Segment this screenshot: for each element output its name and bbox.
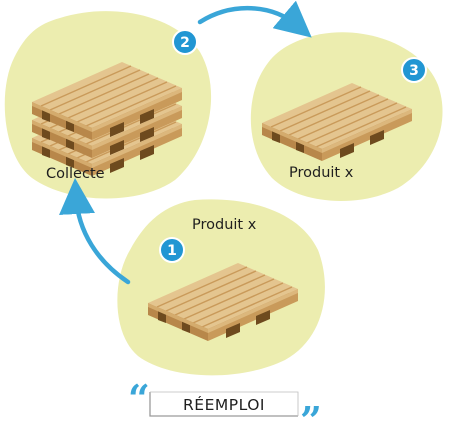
step-label-3: Produit x [289, 165, 354, 181]
svg-text:2: 2 [180, 35, 190, 51]
arrow-step1-to-step2 [59, 178, 131, 285]
step-badge-1: 1 [159, 237, 185, 263]
svg-text:1: 1 [167, 243, 177, 259]
step-label-1: Produit x [192, 217, 257, 233]
svg-text:3: 3 [409, 63, 419, 79]
banner-title: RÉEMPLOI [183, 395, 265, 414]
step-badge-2: 2 [172, 29, 198, 55]
open-quote-icon: “ [128, 376, 150, 421]
reemploi-banner: “ RÉEMPLOI ” [128, 376, 322, 433]
arrow-step2-to-step3 [197, 0, 312, 38]
close-quote-icon: ” [300, 398, 322, 433]
step-label-2: Collecte [46, 166, 105, 182]
step-badge-3: 3 [401, 57, 427, 83]
